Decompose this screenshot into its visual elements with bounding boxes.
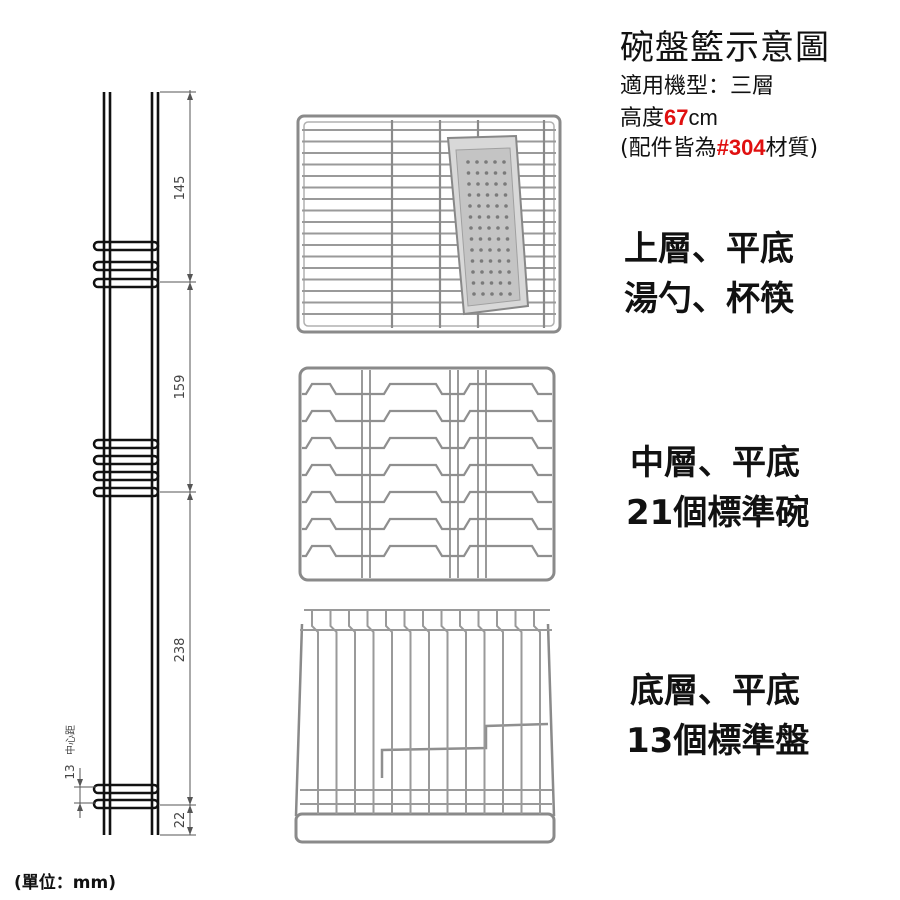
material-suffix: 材質) [765, 136, 819, 161]
dimension-lines [74, 90, 196, 836]
middle-rack-rails [92, 438, 160, 498]
upper-rack-rails [92, 240, 160, 289]
unit-label: (單位：mm) [14, 873, 116, 893]
dimension-arrows [77, 92, 193, 835]
height-unit: cm [688, 105, 718, 130]
material-highlight: #304 [716, 135, 766, 160]
utensil-tray [446, 134, 530, 316]
middle-tier-line2: 21個標準碗 [626, 493, 810, 533]
dimension-13: 13 [63, 764, 77, 779]
dimension-center-distance-note: 中心距 [64, 725, 77, 755]
model-line: 適用機型：三層 [620, 74, 775, 99]
material-line: (配件皆為#304材質) [620, 130, 818, 162]
dimension-238: 238 [173, 638, 188, 663]
dimension-145: 145 [173, 176, 188, 201]
bottom-rack-illustration [294, 609, 556, 844]
dimension-22: 22 [173, 812, 188, 829]
bottom-rack-rails [92, 783, 160, 810]
height-label: 高度 [620, 106, 665, 131]
bottom-tier-line1: 底層、平底 [630, 671, 800, 711]
middle-tier-line1: 中層、平底 [630, 443, 800, 483]
material-prefix: (配件皆為 [620, 136, 717, 161]
diagram-title: 碗盤籃示意圖 [620, 28, 830, 68]
dimension-159: 159 [173, 375, 188, 400]
height-value: 67 [664, 105, 689, 130]
top-tier-line1: 上層、平底 [624, 229, 794, 269]
middle-rack-illustration [298, 366, 556, 582]
height-line: 高度67cm [620, 100, 718, 132]
side-elevation-drawing: 145 159 238 22 13 中心距 [63, 90, 196, 836]
top-tier-line2: 湯勺、杯筷 [624, 279, 794, 319]
bottom-tier-line2: 13個標準盤 [626, 721, 810, 761]
upper-rack-illustration [296, 114, 562, 334]
